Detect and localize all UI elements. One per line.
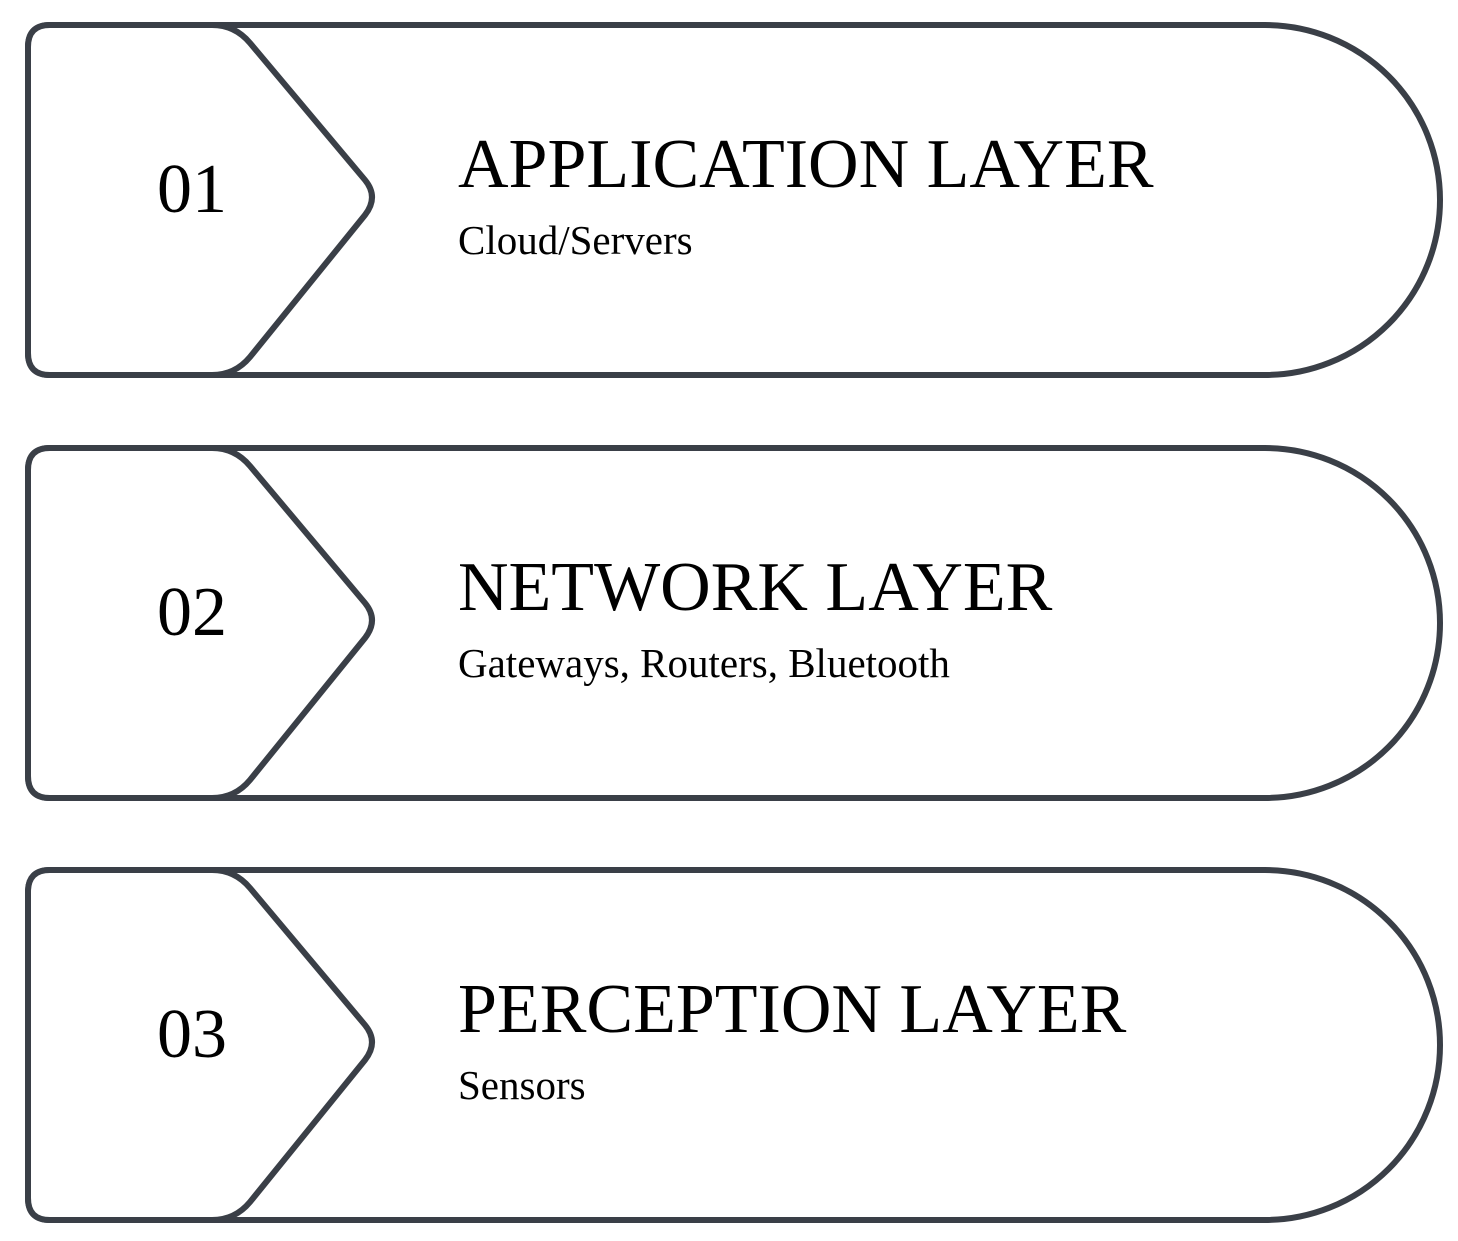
layer-block-network: 02 NETWORK LAYER Gateways, Routers, Blue… [25,445,1443,801]
layer-chevron [25,867,375,1223]
layer-subtitle: Sensors [458,1062,586,1108]
layer-block-application: 01 APPLICATION LAYER Cloud/Servers [25,22,1443,378]
layer-number: 03 [157,996,227,1073]
layer-chevron [25,445,375,801]
layer-subtitle: Cloud/Servers [458,217,693,263]
layer-title: NETWORK LAYER [458,549,1053,626]
layer-title: PERCEPTION LAYER [458,971,1127,1048]
layer-number: 02 [157,574,227,651]
layer-chevron [25,22,375,378]
layer-subtitle: Gateways, Routers, Bluetooth [458,640,950,686]
layer-number: 01 [157,151,227,228]
layer-block-perception: 03 PERCEPTION LAYER Sensors [25,867,1443,1223]
layer-title: APPLICATION LAYER [458,126,1154,203]
